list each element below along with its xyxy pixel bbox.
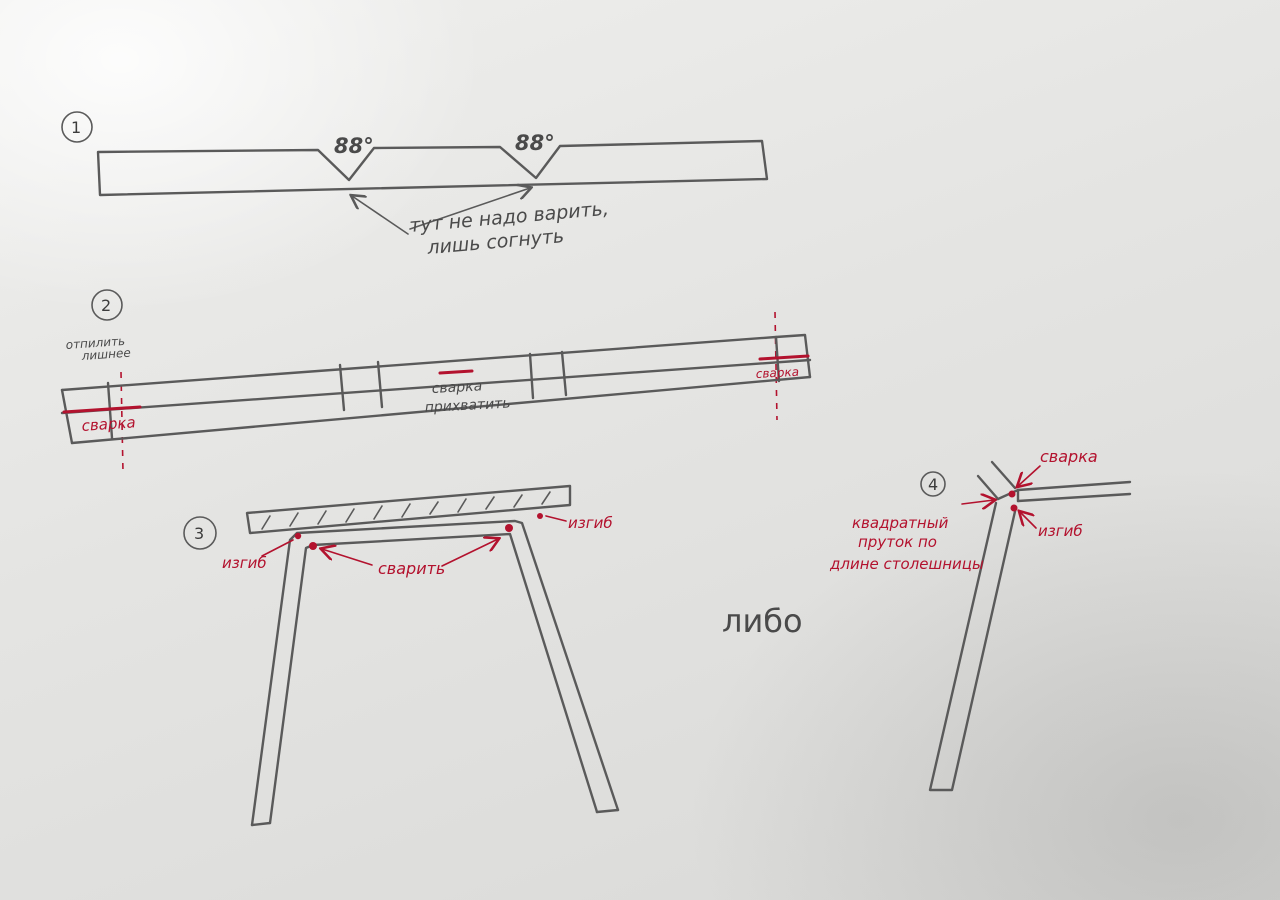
leg-foot-right <box>595 808 620 814</box>
frame-bend-mark <box>338 363 346 412</box>
bend-label-right: изгиб <box>568 514 613 532</box>
figure-number-3-label: 3 <box>194 524 204 543</box>
weld-label-middle-1: сварка <box>431 378 482 397</box>
weld-arrow-left <box>322 549 373 566</box>
weld-label-left: сварка <box>81 413 136 435</box>
figure-number-2-label: 2 <box>101 296 111 315</box>
figure-1: 1 88° 88° тут не надо варить, лишь согну… <box>61 111 769 259</box>
tabletop-hatch <box>373 505 383 520</box>
weld-label: сварка <box>1040 447 1098 466</box>
figure-number-2: 2 <box>91 289 123 321</box>
tabletop-hatch <box>345 508 355 523</box>
weld-label-right: сварка <box>755 365 799 381</box>
rod-label-line-1: квадратный <box>852 514 949 532</box>
weld-point-left <box>309 542 317 550</box>
tabletop-outline <box>245 484 572 535</box>
tabletop-hatch <box>401 503 411 518</box>
tabletop-hatch <box>261 515 271 530</box>
bend-arrow-left <box>261 539 294 557</box>
angle-label-left: 88° <box>334 134 374 158</box>
bend-point <box>1010 504 1018 512</box>
tabletop-hatch <box>429 501 439 515</box>
top-rail-lower <box>1016 492 1132 503</box>
figure-number-4-label: 4 <box>928 475 938 494</box>
tabletop-hatch <box>457 498 467 513</box>
corner-diagonal-inner <box>976 474 1000 501</box>
cut-line-left <box>120 371 124 473</box>
cut-note-line-2: лишнее <box>80 346 131 363</box>
tabletop-hatch <box>513 494 523 508</box>
frame-bend-mark <box>560 350 568 397</box>
weld-arrow <box>1018 465 1041 486</box>
figure-number-4: 4 <box>920 471 946 497</box>
bend-label: изгиб <box>1038 522 1083 540</box>
weld-mark-right <box>758 354 810 361</box>
rod-label-line-2: пруток по <box>858 533 937 551</box>
figure-2: 2 отпилить лишнее сварка сварка прихвати… <box>60 289 812 473</box>
corner-diagonal-outer <box>990 460 1017 490</box>
arrow-to-right-notch <box>409 188 530 230</box>
rod-arrow <box>961 500 994 504</box>
cut-note-line-1: отпилить <box>65 334 125 352</box>
weld-label-middle-2: прихватить <box>424 396 511 416</box>
figure-3: 3 изгиб св <box>183 484 620 827</box>
leg-foot-left <box>250 821 272 827</box>
frame-left-end <box>60 388 74 445</box>
angle-label-right: 88° <box>515 131 555 155</box>
or-label: либо <box>722 602 803 640</box>
tabletop-hatch <box>541 491 551 505</box>
figure-number-3: 3 <box>183 516 217 550</box>
frame-middle-edge <box>60 358 812 415</box>
corner-detail <box>928 460 1132 792</box>
frame-bend-mark <box>528 352 535 400</box>
frame-joint-left <box>106 381 114 440</box>
corner-joint <box>996 488 1020 503</box>
figure-4: 4 сварка квадратный пруток по длине стол… <box>829 447 1132 792</box>
figure-number-1-label: 1 <box>71 118 81 137</box>
weld-point-right <box>505 524 513 532</box>
frame-bend-mark <box>376 360 384 409</box>
tabletop-hatch <box>289 512 299 527</box>
tabletop <box>245 484 572 535</box>
bend-point-left <box>294 532 302 540</box>
weld-mark-middle <box>438 369 474 375</box>
bend-label-left: изгиб <box>222 554 267 572</box>
top-rail-upper <box>1016 480 1132 492</box>
frame-outer-line <box>250 519 620 827</box>
bend-arrow-right <box>545 515 567 522</box>
weld-arrow-right <box>441 539 498 567</box>
rod-label-line-3: длине столешницы <box>829 555 984 573</box>
bend-point-right <box>537 513 543 519</box>
tabletop-hatch <box>485 496 495 510</box>
arrow-to-left-notch <box>352 196 409 235</box>
tabletop-hatch <box>317 510 327 525</box>
figure-number-1: 1 <box>61 111 93 143</box>
frame-bottom-edge <box>70 375 812 445</box>
weld-label: сварить <box>378 559 445 578</box>
bent-bar-outline <box>96 139 769 197</box>
weld-point <box>1008 490 1016 498</box>
cut-line-right <box>774 311 778 421</box>
bend-arrow <box>1020 512 1037 529</box>
leg <box>928 501 1018 792</box>
weld-mark-left <box>62 405 142 414</box>
